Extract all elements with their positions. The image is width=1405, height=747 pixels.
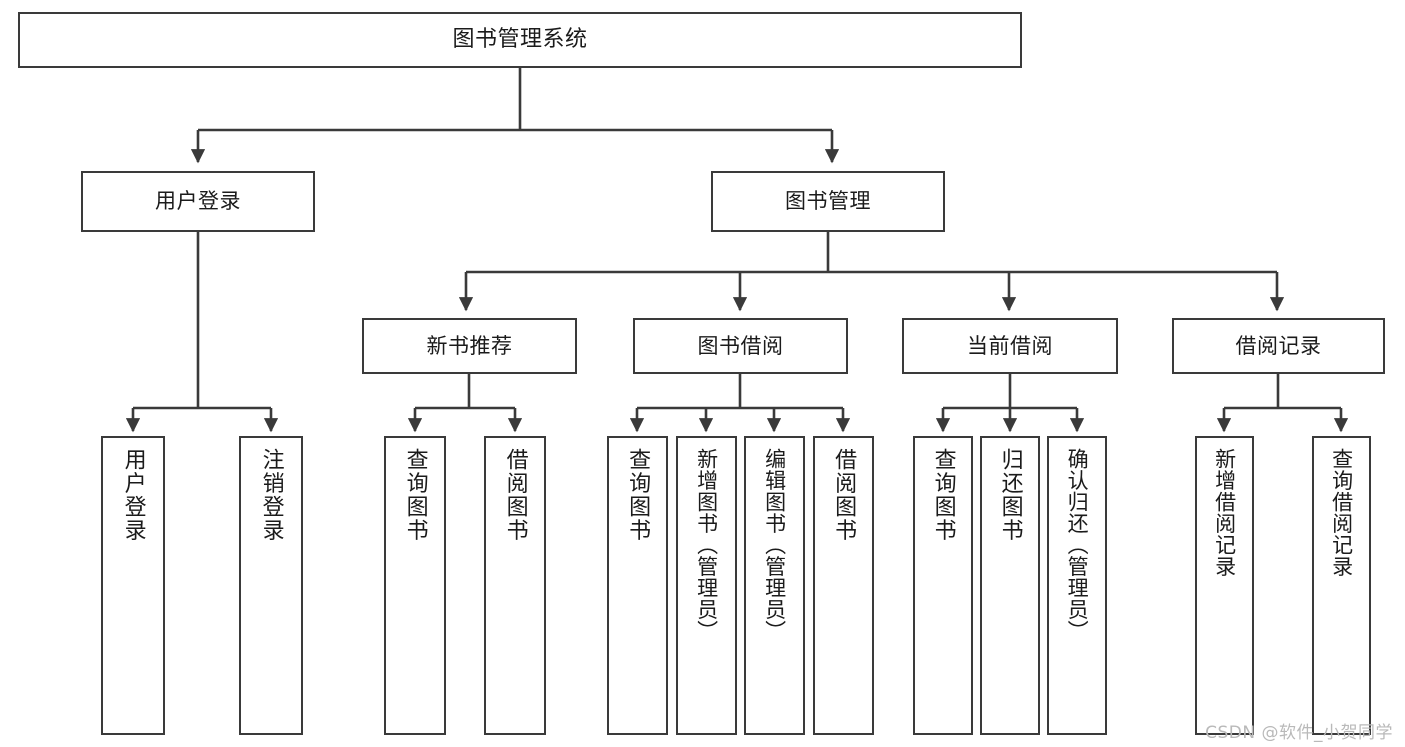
node-label: 新增借阅记录 — [1212, 448, 1237, 577]
node-new-book-recommend[interactable]: 新书推荐 — [362, 318, 577, 374]
leaf-record-query-borrow-record[interactable]: 查询借阅记录 — [1312, 436, 1371, 735]
csdn-watermark: CSDN @软件_小贺同学 — [1205, 723, 1393, 743]
leaf-borrow-add-book-admin[interactable]: 新增图书（管理员） — [676, 436, 737, 735]
node-root-book-management-system[interactable]: 图书管理系统 — [18, 12, 1022, 68]
leaf-current-confirm-return-admin[interactable]: 确认归还（管理员） — [1047, 436, 1107, 735]
node-label: 注销登录 — [258, 448, 284, 542]
node-label: 查询图书 — [930, 448, 956, 542]
node-user-login[interactable]: 用户登录 — [81, 171, 315, 232]
node-book-borrow[interactable]: 图书借阅 — [633, 318, 848, 374]
node-label: 图书管理系统 — [452, 27, 588, 53]
leaf-recommend-query-book[interactable]: 查询图书 — [384, 436, 446, 735]
node-label: 查询图书 — [625, 448, 651, 542]
node-label: 编辑图书（管理员） — [762, 448, 787, 642]
node-label: 确认归还（管理员） — [1065, 448, 1090, 642]
node-label: 图书借阅 — [697, 333, 784, 358]
node-label: 用户登录 — [155, 189, 241, 214]
node-book-management[interactable]: 图书管理 — [711, 171, 945, 232]
leaf-current-query-book[interactable]: 查询图书 — [913, 436, 973, 735]
node-label: 查询图书 — [402, 448, 428, 542]
node-label: 当前借阅 — [967, 333, 1053, 358]
node-label: 查询借阅记录 — [1329, 448, 1354, 577]
leaf-borrow-borrow-book[interactable]: 借阅图书 — [813, 436, 874, 735]
node-label: 借阅图书 — [831, 448, 857, 542]
node-borrow-record[interactable]: 借阅记录 — [1172, 318, 1385, 374]
node-label: 用户登录 — [120, 448, 146, 542]
node-label: 归还图书 — [997, 448, 1023, 542]
leaf-user-login-logout[interactable]: 注销登录 — [239, 436, 303, 735]
node-current-borrow[interactable]: 当前借阅 — [902, 318, 1118, 374]
leaf-user-login-login[interactable]: 用户登录 — [101, 436, 165, 735]
node-label: 借阅记录 — [1235, 333, 1322, 358]
node-label: 新书推荐 — [426, 333, 513, 358]
leaf-record-add-borrow-record[interactable]: 新增借阅记录 — [1195, 436, 1254, 735]
leaf-current-return-book[interactable]: 归还图书 — [980, 436, 1040, 735]
leaf-borrow-query-book[interactable]: 查询图书 — [607, 436, 668, 735]
leaf-borrow-edit-book-admin[interactable]: 编辑图书（管理员） — [744, 436, 805, 735]
leaf-recommend-borrow-book[interactable]: 借阅图书 — [484, 436, 546, 735]
node-label: 新增图书（管理员） — [694, 448, 719, 642]
node-label: 借阅图书 — [502, 448, 528, 542]
node-label: 图书管理 — [785, 189, 871, 214]
